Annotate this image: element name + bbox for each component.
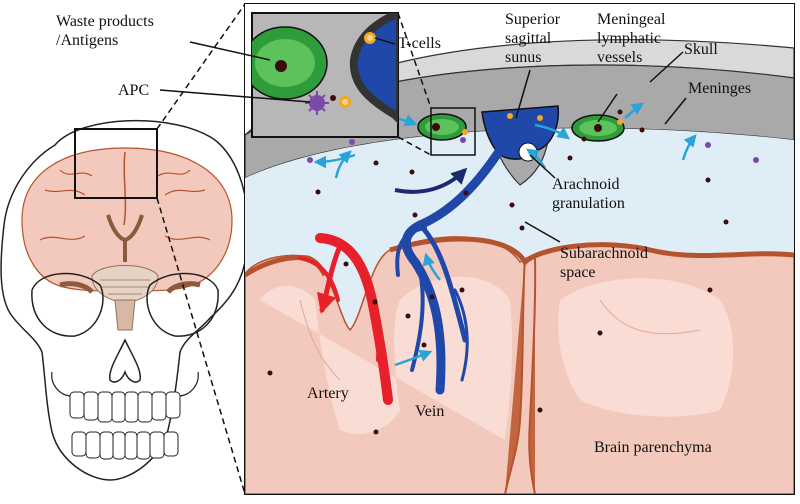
labels: Waste products /Antigens APC T-cells Sup… xyxy=(56,11,751,456)
artery xyxy=(298,233,393,405)
callout-lines xyxy=(159,37,687,243)
waste-particles xyxy=(267,109,729,435)
label-apc: APC xyxy=(118,82,149,99)
label-waste-products-2: /Antigens xyxy=(56,32,118,49)
label-brain-parenchyma: Brain parenchyma xyxy=(594,439,712,456)
label-meninges: Meninges xyxy=(688,80,751,97)
nasal-cavity xyxy=(109,338,141,383)
label-skull: Skull xyxy=(684,41,718,58)
label-vein: Vein xyxy=(415,403,444,420)
main-panel xyxy=(245,4,794,494)
label-subarachnoid-1: Subarachnoid xyxy=(560,245,648,262)
vein xyxy=(395,145,505,395)
label-artery: Artery xyxy=(307,385,349,402)
skull-illustration xyxy=(0,120,249,481)
label-meningeal-2: lymphatic xyxy=(597,30,661,47)
label-meningeal-3: vessels xyxy=(597,49,642,66)
skull-zoom-box xyxy=(74,128,158,199)
flow-arrow-dark xyxy=(394,167,468,194)
label-t-cells: T-cells xyxy=(398,35,441,52)
label-arachnoid-2: granulation xyxy=(552,195,625,212)
flow-arrows xyxy=(313,102,697,367)
sulcus xyxy=(504,257,537,494)
label-arachnoid-1: Arachnoid xyxy=(552,176,620,193)
apc-cell xyxy=(305,91,329,115)
right-eye-socket xyxy=(146,272,219,337)
label-superior-2: sagittal xyxy=(505,30,552,47)
left-eye-socket xyxy=(31,272,104,337)
tcell-particles xyxy=(462,113,623,135)
label-superior-3: sunus xyxy=(505,49,541,66)
inset-source-box xyxy=(430,107,476,156)
zoom-lines xyxy=(156,3,246,495)
label-subarachnoid-2: space xyxy=(560,264,596,281)
teeth xyxy=(69,391,181,460)
label-superior-1: Superior xyxy=(505,11,561,28)
label-waste-products-1: Waste products xyxy=(56,13,154,30)
label-meningeal-1: Meningeal xyxy=(597,11,666,28)
brainstem xyxy=(114,299,136,331)
cerebellum xyxy=(91,265,159,303)
inset-panel xyxy=(251,12,399,138)
